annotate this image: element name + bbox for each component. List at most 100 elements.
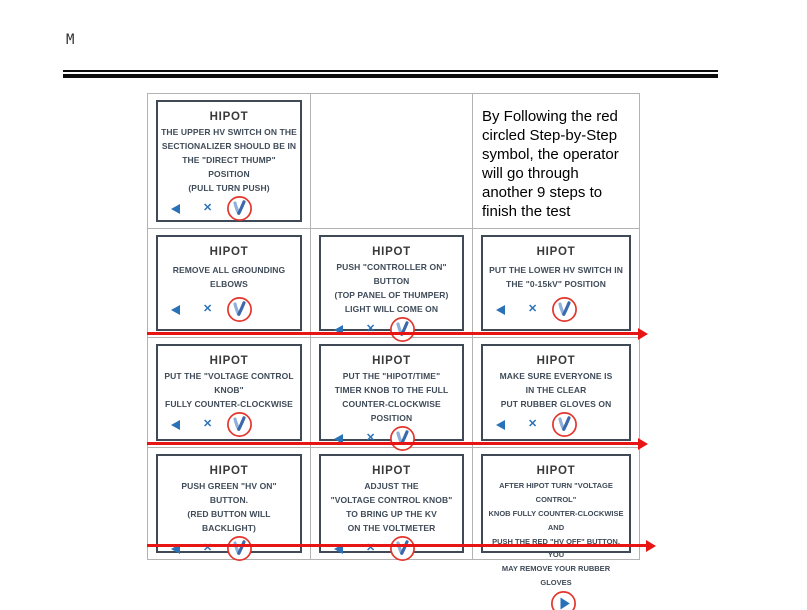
- close-icon[interactable]: ✕: [528, 418, 538, 431]
- card-instruction-line: PUSH "CONTROLLER ON" BUTTON: [336, 262, 447, 287]
- grid-cell-r4c3: HIPOT AFTER HIPOT TURN "VOLTAGE CONTROL"…: [473, 448, 639, 610]
- step-by-step-icon[interactable]: [226, 411, 253, 438]
- grid-cell-r3c2: HIPOT PUT THE "HIPOT/TIME"TIMER KNOB TO …: [311, 338, 473, 452]
- hipot-step-card: HIPOT THE UPPER HV SWITCH ON THE SECTIONA…: [156, 100, 302, 222]
- step-by-step-icon[interactable]: [389, 535, 416, 562]
- card-instruction-line: ADJUST THE: [364, 481, 419, 491]
- card-instruction-line: PUT THE "VOLTAGE CONTROL KNOB": [164, 371, 294, 396]
- back-arrow-icon[interactable]: [496, 304, 505, 315]
- card-instructions: PUT THE LOWER HV SWITCH IN THE "0-15kV" P…: [483, 258, 629, 296]
- back-arrow-icon[interactable]: [334, 543, 343, 554]
- hipot-step-card: HIPOT REMOVE ALL GROUNDING ELBOWS ✕: [156, 235, 302, 331]
- hipot-step-card: HIPOT PUT THE "VOLTAGE CONTROL KNOB" FULL…: [156, 344, 302, 441]
- grid-cell-r1c2: [311, 94, 473, 229]
- card-instructions: PUT THE "VOLTAGE CONTROL KNOB" FULLY COUN…: [158, 367, 300, 413]
- card-title: HIPOT: [209, 111, 249, 123]
- close-icon[interactable]: ✕: [366, 542, 376, 555]
- card-instruction-line: PUSH GREEN "HV ON" BUTTON.: [181, 481, 277, 506]
- close-icon[interactable]: ✕: [528, 303, 538, 315]
- grid-cell-r1c3: By Following the red circled Step-by-Ste…: [473, 94, 639, 229]
- hipot-step-card: HIPOT PUT THE "HIPOT/TIME"TIMER KNOB TO …: [319, 344, 464, 452]
- close-icon[interactable]: ✕: [366, 432, 376, 445]
- card-footer: ✕: [158, 535, 300, 566]
- step-by-step-icon[interactable]: [226, 535, 253, 562]
- card-instruction-line: POSITION: [370, 413, 413, 424]
- card-footer: ✕: [158, 296, 300, 329]
- card-instruction-line: (RED BUTTON WILL BACKLIGHT): [187, 509, 271, 534]
- close-icon[interactable]: ✕: [203, 303, 213, 315]
- hipot-step-card: HIPOT AFTER HIPOT TURN "VOLTAGE CONTROL"…: [481, 454, 631, 610]
- grid-cell-r2c1: HIPOT REMOVE ALL GROUNDING ELBOWS ✕: [148, 229, 311, 338]
- steps-table: HIPOT THE UPPER HV SWITCH ON THE SECTIONA…: [147, 93, 640, 610]
- red-arrow: [147, 539, 656, 552]
- card-instruction-line: LIGHT WILL COME ON: [344, 304, 439, 315]
- play-icon[interactable]: [550, 590, 577, 610]
- card-instruction-line: TIMER KNOB TO THE FULL: [334, 385, 449, 396]
- grid-cell-r4c1: HIPOT PUSH GREEN "HV ON" BUTTON. (RED BUT…: [148, 448, 311, 562]
- card-instructions: REMOVE ALL GROUNDING ELBOWS: [158, 258, 300, 296]
- card-instruction-line: ON THE VOLTMETER: [347, 523, 436, 534]
- card-instruction-line: MAY REMOVE YOUR RUBBER GLOVES: [501, 564, 611, 588]
- card-title: HIPOT: [372, 465, 411, 477]
- card-instruction-line: IN THE CLEAR: [525, 385, 587, 396]
- back-arrow-icon[interactable]: [334, 324, 343, 335]
- corner-label: M: [66, 32, 75, 48]
- step-by-step-icon[interactable]: [551, 411, 578, 438]
- card-instruction-line: FULLY COUNTER-CLOCKWISE: [165, 399, 293, 410]
- card-instruction-line: (TOP PANEL OF THUMPER): [334, 290, 449, 301]
- card-footer: ✕: [483, 296, 629, 329]
- card-instruction-line: TO BRING UP THE KV: [346, 509, 437, 520]
- card-instructions: ADJUST THE "VOLTAGE CONTROL KNOB" TO BRING…: [321, 477, 462, 537]
- card-instruction-line: "VOLTAGE CONTROL KNOB": [330, 495, 453, 506]
- back-arrow-icon[interactable]: [171, 304, 180, 315]
- card-instruction-line: REMOVE ALL GROUNDING ELBOWS: [172, 264, 286, 289]
- step-by-step-icon[interactable]: [226, 195, 253, 222]
- close-icon[interactable]: ✕: [203, 202, 213, 215]
- card-instruction-line: COUNTER-CLOCKWISE: [342, 399, 441, 410]
- card-instructions: PUT THE "HIPOT/TIME" TIMER KNOB TO THE FU…: [321, 367, 462, 427]
- back-arrow-icon[interactable]: [496, 419, 505, 430]
- close-icon[interactable]: ✕: [203, 418, 213, 431]
- card-instruction-line: SECTIONALIZER SHOULD BE IN: [161, 141, 297, 152]
- step-by-step-icon[interactable]: [389, 316, 416, 343]
- card-instruction-line: PUSH THE RED "HV OFF" BUTTON. YOU: [492, 536, 620, 560]
- grid-cell-r2c2: HIPOT PUSH "CONTROLLER ON" BUTTON (TOP PA…: [311, 229, 473, 343]
- back-arrow-icon[interactable]: [171, 543, 180, 554]
- back-arrow-icon[interactable]: [171, 419, 180, 430]
- card-footer: ✕: [321, 316, 462, 347]
- card-footer: ✕: [158, 411, 300, 442]
- red-arrow: [147, 437, 648, 450]
- back-arrow-icon[interactable]: [171, 203, 180, 214]
- card-footer: ✕: [158, 195, 300, 226]
- close-icon[interactable]: ✕: [203, 542, 213, 555]
- card-footer: ✕: [483, 590, 629, 610]
- card-title: HIPOT: [536, 355, 576, 367]
- card-instruction-line: PUT THE "HIPOT/TIME": [342, 371, 441, 381]
- card-title: HIPOT: [209, 355, 249, 367]
- step-by-step-icon[interactable]: [226, 296, 253, 323]
- horizontal-divider: [63, 70, 718, 78]
- step-by-step-icon[interactable]: [551, 296, 578, 323]
- card-footer: ✕: [483, 411, 629, 442]
- grid-cell-r3c1: HIPOT PUT THE "VOLTAGE CONTROL KNOB" FULL…: [148, 338, 311, 448]
- card-instruction-line: THE "0-15kV" POSITION: [506, 279, 606, 289]
- card-title: HIPOT: [209, 465, 249, 477]
- card-instruction-line: (PULL TURN PUSH): [188, 183, 270, 194]
- card-title: HIPOT: [536, 465, 576, 477]
- back-arrow-icon[interactable]: [334, 433, 343, 444]
- close-icon[interactable]: ✕: [366, 323, 376, 336]
- hipot-step-card: HIPOT PUSH GREEN "HV ON" BUTTON. (RED BUT…: [156, 454, 302, 562]
- card-title: HIPOT: [372, 246, 411, 258]
- card-instructions: THE UPPER HV SWITCH ON THE SECTIONALIZER …: [158, 123, 300, 197]
- card-instructions: AFTER HIPOT TURN "VOLTAGE CONTROL"KNOB F…: [483, 477, 629, 592]
- card-footer: ✕: [321, 535, 462, 566]
- card-instructions: PUSH "CONTROLLER ON" BUTTON (TOP PANEL OF…: [321, 258, 462, 318]
- card-instruction-line: THE UPPER HV SWITCH ON THE: [161, 127, 297, 137]
- hipot-step-card: HIPOT ADJUST THE "VOLTAGE CONTROL KNOB" TO…: [319, 454, 464, 562]
- grid-cell-r1c1: HIPOT THE UPPER HV SWITCH ON THE SECTIONA…: [148, 94, 311, 229]
- card-instruction-line: PUT THE LOWER HV SWITCH IN: [489, 264, 623, 275]
